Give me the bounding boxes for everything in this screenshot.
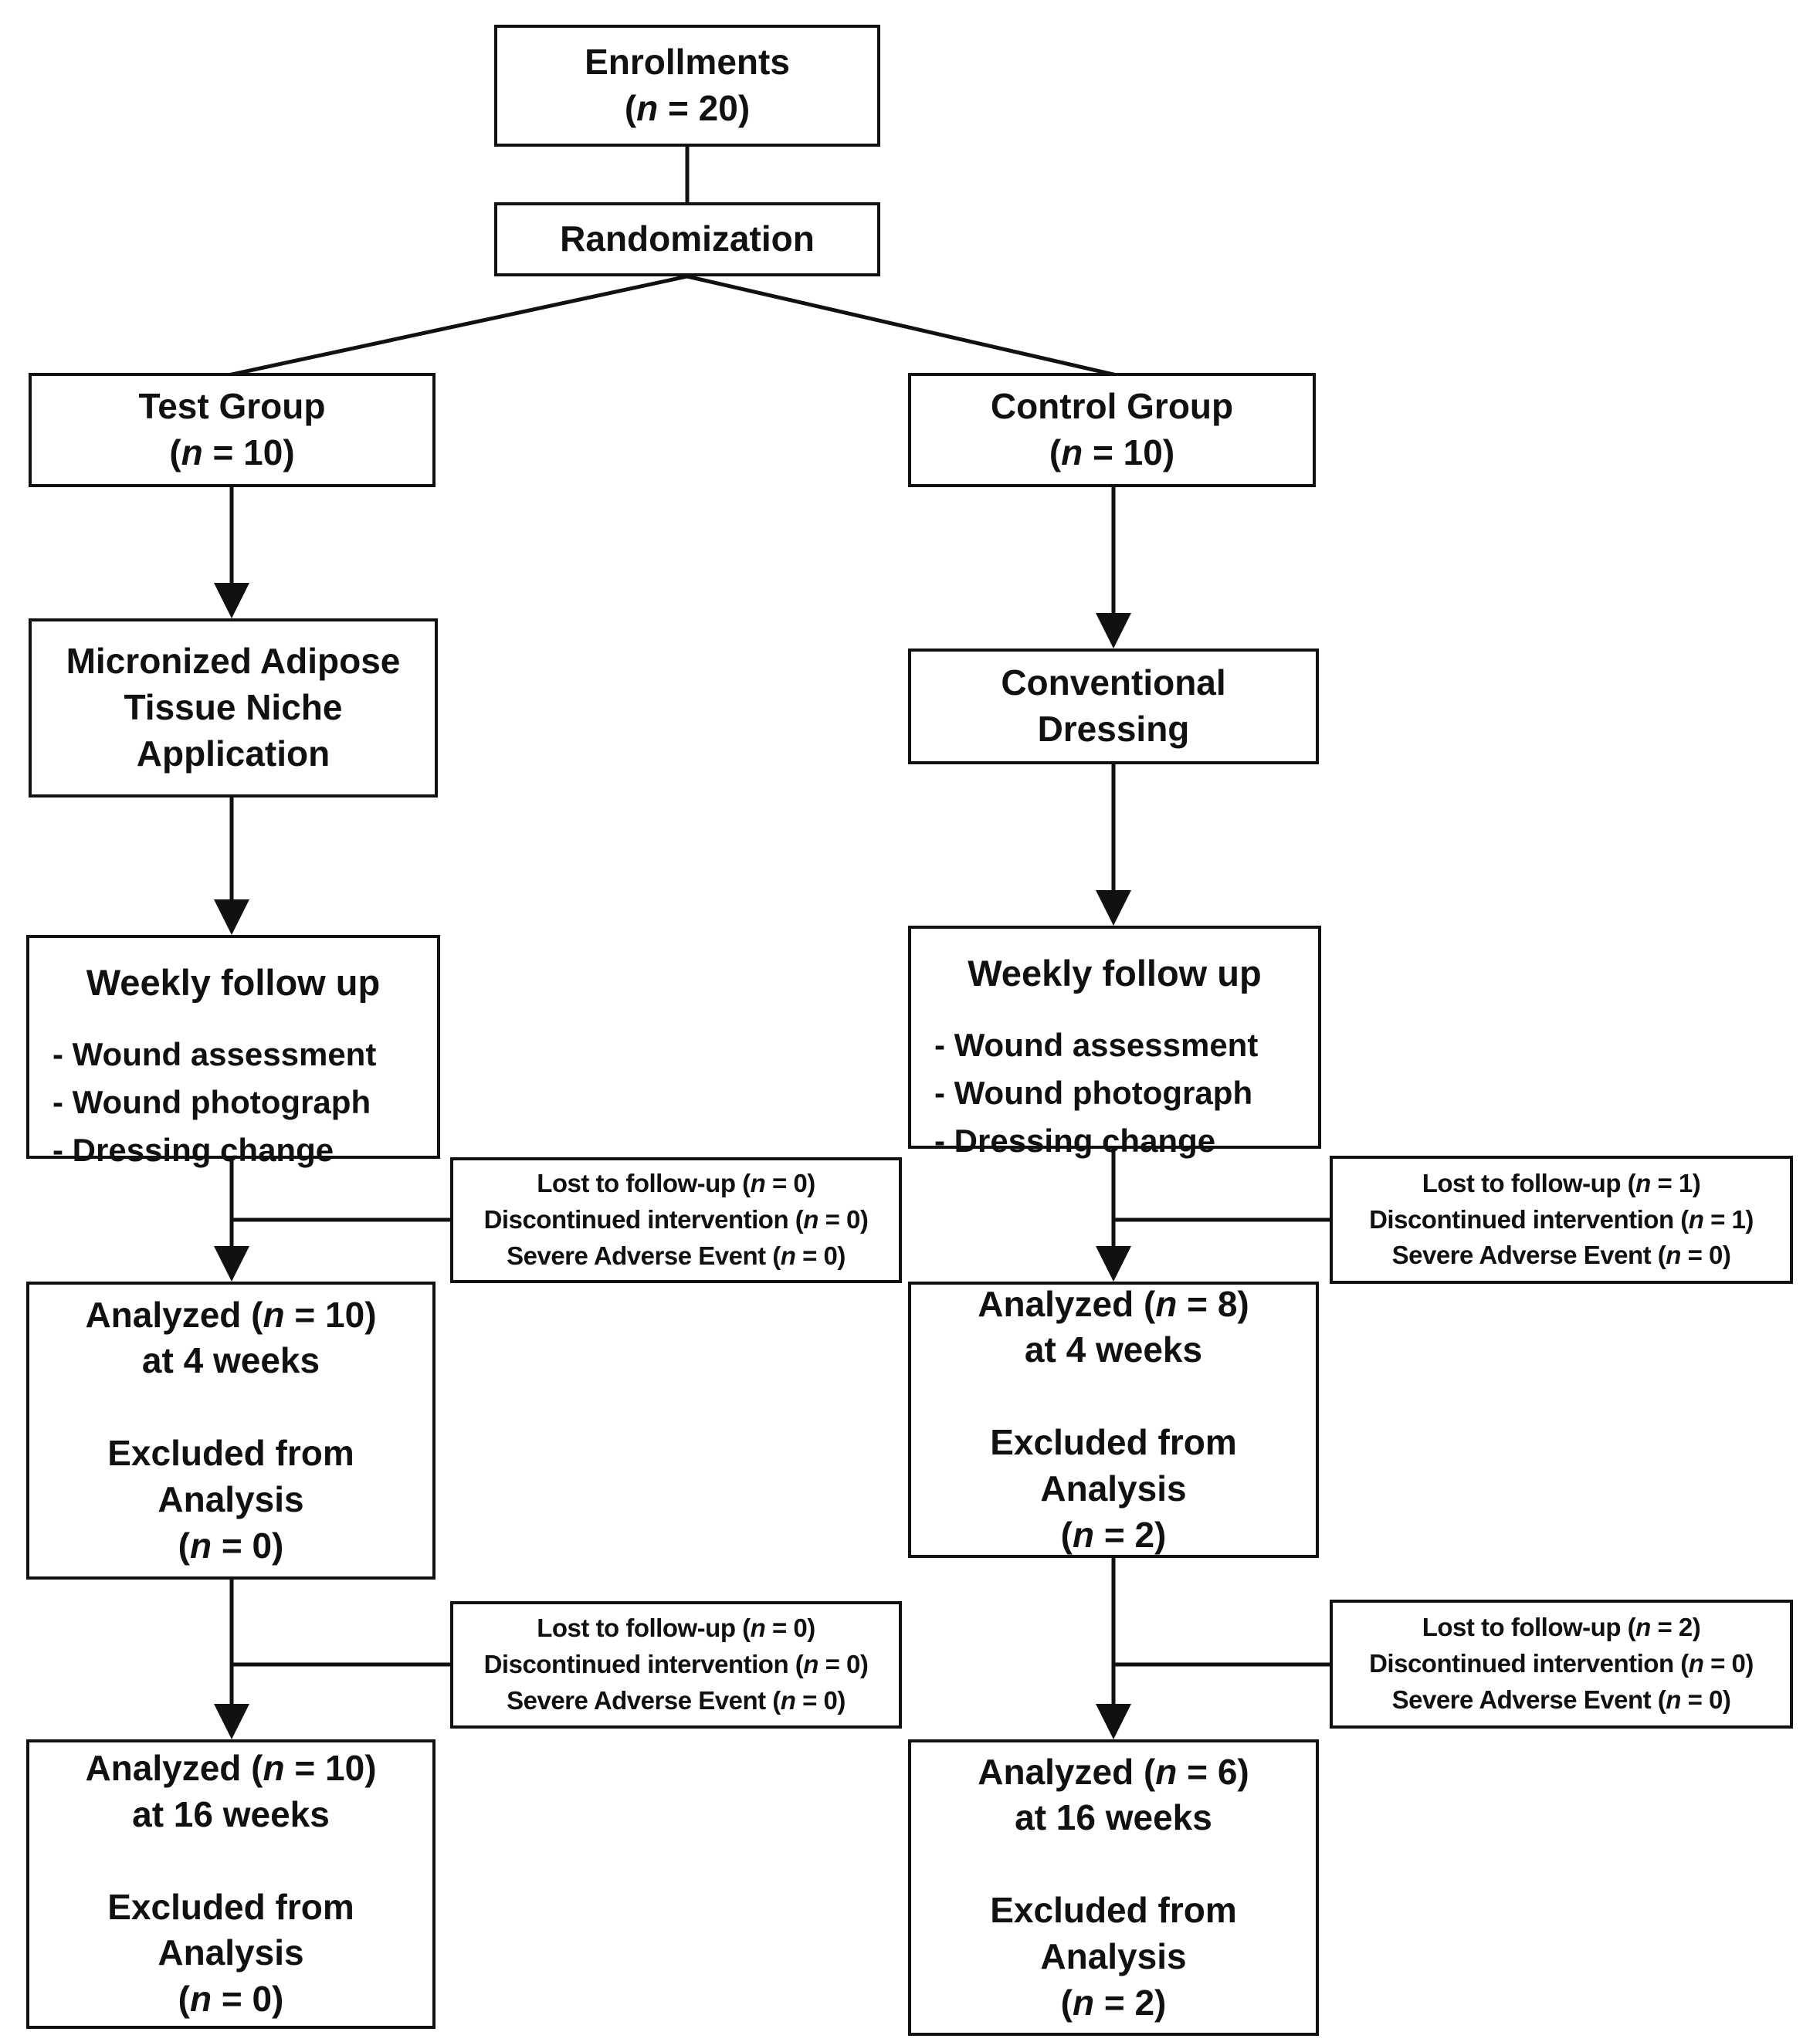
control-group-label: Control Group (n = 10) (990, 386, 1234, 472)
control-analyzed-4w-box: Analyzed (n = 8) at 4 weeks Excluded fro… (908, 1282, 1319, 1558)
control-intervention-box: Conventional Dressing (908, 648, 1319, 764)
test-analyzed-4w-box: Analyzed (n = 10) at 4 weeks Excluded fr… (26, 1282, 436, 1580)
control-analyzed-16w-label: Analyzed (n = 6) at 16 weeks Excluded fr… (978, 1751, 1249, 2023)
connector-randomization-to-test (229, 274, 690, 377)
enrollment-label: Enrollments (n = 20) (585, 42, 790, 128)
test-group-label: Test Group (n = 10) (138, 386, 326, 472)
test-attrition-4w-box: Lost to follow-up (n = 0) Discontinued i… (450, 1157, 902, 1283)
test-attrition-16w-label: Lost to follow-up (n = 0) Discontinued i… (483, 1614, 869, 1715)
control-analyzed-4w-label: Analyzed (n = 8) at 4 weeks Excluded fro… (978, 1283, 1249, 1555)
connector-randomization-to-control (685, 274, 1116, 377)
test-intervention-label: Micronized Adipose Tissue Niche Applicat… (66, 641, 401, 774)
arrowhead-control-followup (1096, 890, 1131, 926)
test-analyzed-16w-label: Analyzed (n = 10) at 16 weeks Excluded f… (85, 1748, 377, 2020)
test-followup-box: Weekly follow up - Wound assessment - Wo… (26, 935, 440, 1168)
control-analyzed-16w-box: Analyzed (n = 6) at 16 weeks Excluded fr… (908, 1739, 1319, 2036)
arrowhead-test-followup (214, 899, 249, 935)
arrowhead-test-analyzed16w (214, 1704, 249, 1739)
randomization-box: Randomization (494, 202, 880, 276)
control-followup-box: Weekly follow up - Wound assessment - Wo… (908, 926, 1321, 1159)
test-attrition-16w-box: Lost to follow-up (n = 0) Discontinued i… (450, 1601, 902, 1729)
arrowhead-control-analyzed4w (1096, 1246, 1131, 1282)
control-followup-items: - Wound assessment - Wound photograph - … (934, 1026, 1259, 1159)
arrowhead-control-analyzed16w (1096, 1704, 1131, 1739)
control-attrition-4w-label: Lost to follow-up (n = 1) Discontinued i… (1369, 1168, 1754, 1270)
test-intervention-box: Micronized Adipose Tissue Niche Applicat… (29, 618, 438, 797)
control-attrition-16w-box: Lost to follow-up (n = 2) Discontinued i… (1330, 1600, 1793, 1729)
randomization-label: Randomization (560, 218, 815, 259)
test-followup-title: Weekly follow up (86, 962, 381, 1003)
arrowhead-test-intervention (214, 583, 249, 618)
test-group-box: Test Group (n = 10) (29, 373, 436, 487)
enrollment-box: Enrollments (n = 20) (494, 25, 880, 147)
control-followup-title: Weekly follow up (968, 953, 1262, 994)
control-intervention-label: Conventional Dressing (1001, 662, 1226, 749)
test-attrition-4w-label: Lost to follow-up (n = 0) Discontinued i… (483, 1169, 869, 1270)
test-analyzed-4w-label: Analyzed (n = 10) at 4 weeks Excluded fr… (85, 1294, 377, 1566)
arrowhead-test-analyzed4w (214, 1246, 249, 1282)
test-analyzed-16w-box: Analyzed (n = 10) at 16 weeks Excluded f… (26, 1739, 436, 2029)
test-followup-items: - Wound assessment - Wound photograph - … (53, 1035, 377, 1168)
control-group-box: Control Group (n = 10) (908, 373, 1316, 487)
control-attrition-4w-box: Lost to follow-up (n = 1) Discontinued i… (1330, 1156, 1793, 1284)
control-attrition-16w-label: Lost to follow-up (n = 2) Discontinued i… (1369, 1613, 1754, 1714)
arrowhead-control-intervention (1096, 613, 1131, 648)
